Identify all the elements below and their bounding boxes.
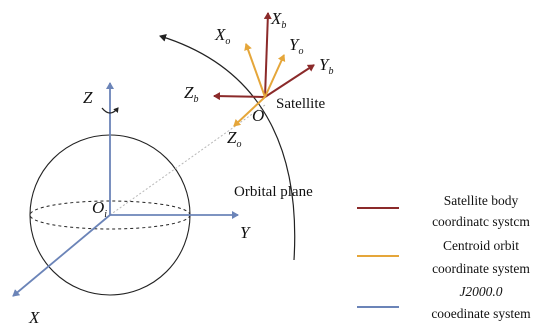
- body-y-axis: [264, 64, 315, 98]
- j2000-x-label: X: [28, 308, 40, 327]
- satellite-label: Satellite: [276, 96, 325, 112]
- legend: Satellite body coordinatc systcm Centroi…: [357, 193, 531, 321]
- j2000-z-label: Z: [83, 88, 93, 107]
- orbit-x-axis: [244, 43, 266, 98]
- orbit-y-label: Yo: [289, 35, 303, 57]
- orbit-z-label: Zo: [227, 128, 241, 150]
- legend-body-line2: coordinatc systcm: [432, 214, 530, 229]
- rotation-arrow-icon: [101, 107, 119, 114]
- legend-orbit-line2: coordinate system: [432, 261, 530, 276]
- body-x-axis: [263, 12, 272, 98]
- legend-body-line1: Satellite body: [444, 193, 519, 208]
- orbit-z-axis: [233, 96, 266, 127]
- orbital-plane-label: Orbital plane: [234, 184, 313, 200]
- body-y-label: Yb: [319, 55, 333, 77]
- body-x-label: Xb: [270, 9, 286, 31]
- earth-origin-label: Oi: [92, 198, 107, 220]
- body-z-label: Zb: [184, 83, 198, 105]
- orbit-y-axis: [264, 54, 286, 98]
- j2000-x-axis: [12, 214, 111, 297]
- legend-orbit-line1: Centroid orbit: [443, 238, 519, 253]
- legend-j2000-line2: cooedinate system: [431, 306, 531, 321]
- orbit-x-label: Xo: [214, 25, 230, 47]
- satellite-origin-label: O: [252, 106, 264, 125]
- legend-j2000-line1: J2000.0: [459, 284, 502, 299]
- body-z-axis: [213, 92, 266, 101]
- orbital-plane-arc: [159, 33, 296, 261]
- j2000-y-label: Y: [240, 223, 251, 242]
